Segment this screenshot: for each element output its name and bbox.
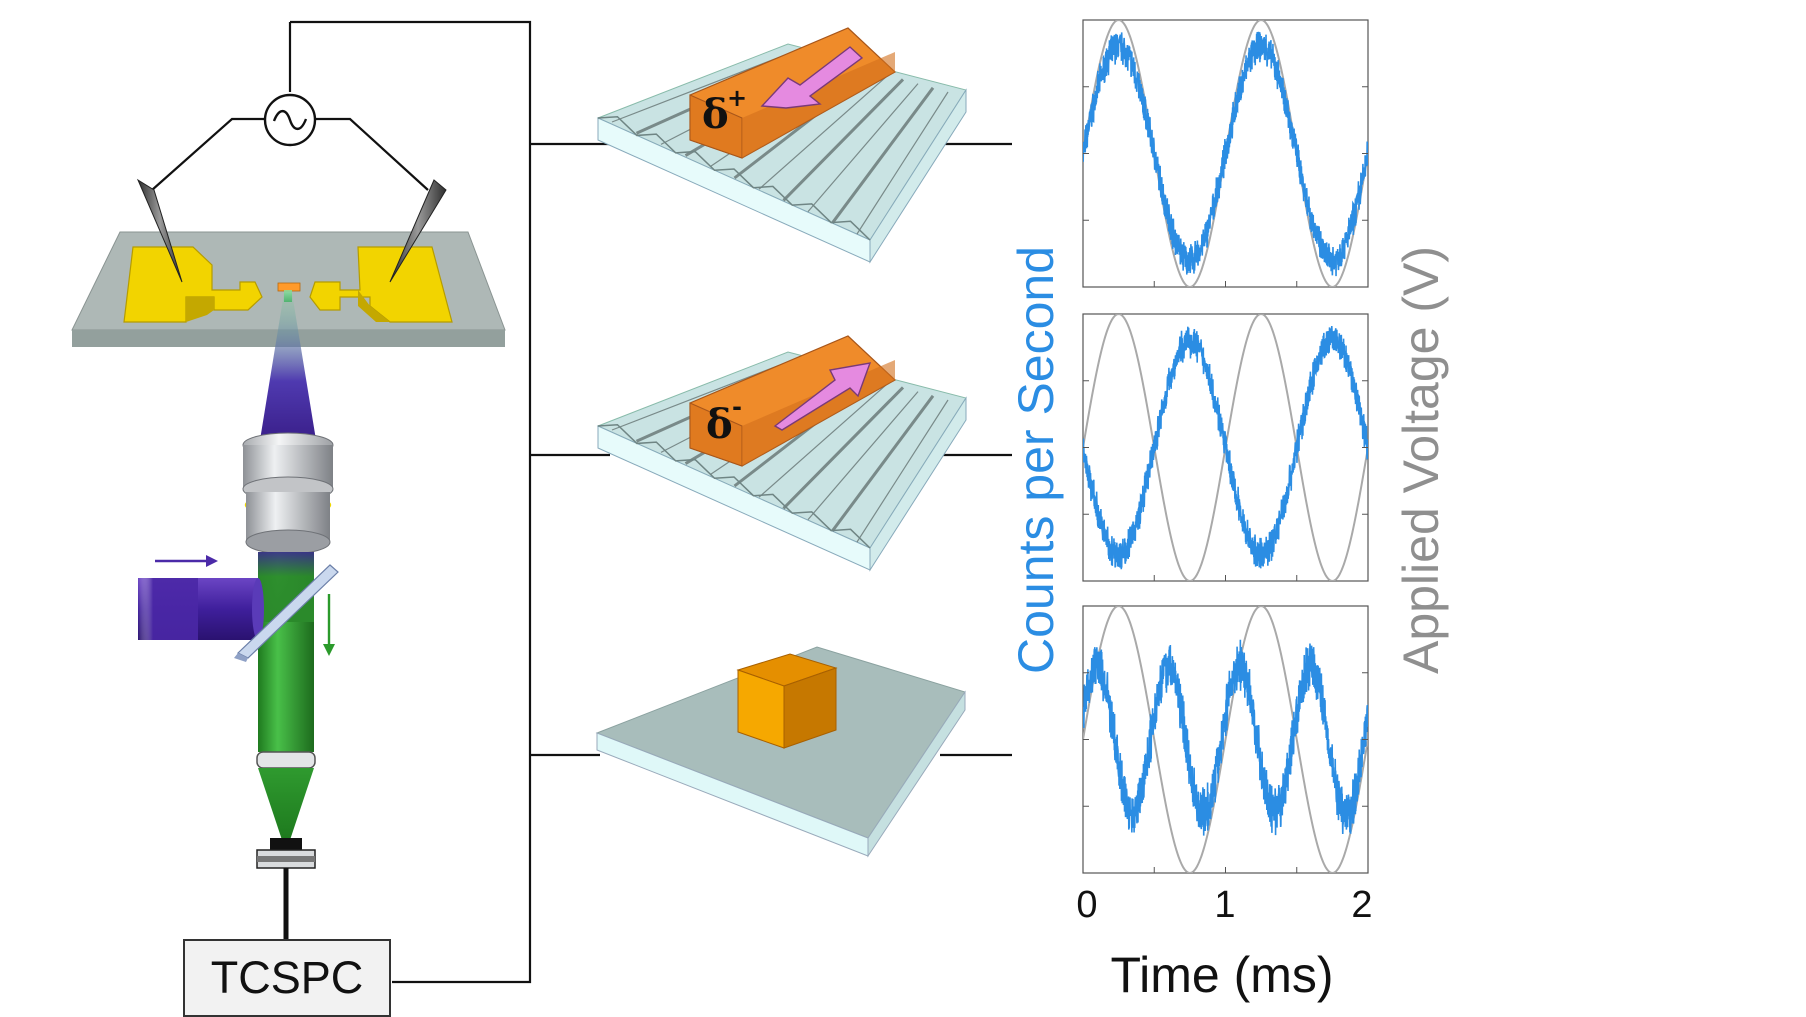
detector-icon — [256, 838, 316, 869]
x-tick-label: 0 — [1076, 884, 1097, 926]
x-tick-label: 2 — [1351, 884, 1372, 926]
electrode-right — [309, 246, 453, 323]
voltage-line — [1083, 606, 1368, 873]
grating-ridge — [807, 83, 919, 212]
grating-ridge — [831, 86, 935, 224]
grating-schematic-delta-minus — [596, 335, 967, 572]
tube-lens-icon — [256, 751, 316, 769]
delta-plus-label: δ + — [702, 84, 747, 138]
grating-ridge — [758, 382, 889, 498]
grating-side-face — [869, 88, 967, 264]
wire-trunk — [290, 20, 532, 984]
grating-profile — [597, 115, 871, 241]
x-tick-label: 1 — [1214, 884, 1235, 926]
delta-minus-label: δ - — [706, 393, 742, 448]
counts-line — [1083, 31, 1368, 277]
grating-ridge — [782, 386, 905, 510]
x-axis-ticklabels: 0 1 2 — [1076, 884, 1372, 926]
crystal-side — [742, 52, 895, 158]
wiring — [151, 20, 1012, 984]
nanocube-icon — [736, 653, 838, 749]
wire-right-probe — [315, 117, 429, 191]
x-axis-label: Time (ms) — [1110, 947, 1333, 1003]
emission-arrow-icon — [323, 594, 335, 656]
grating-ridge — [856, 91, 949, 235]
grating-ridge — [758, 74, 889, 190]
grating-schematic-delta-plus — [596, 27, 967, 264]
svg-text:-: - — [732, 393, 742, 421]
electrode-left — [123, 246, 263, 323]
plot-panels — [1082, 19, 1369, 874]
wire-left-probe — [151, 117, 265, 191]
flat-substrate-with-cube — [595, 646, 966, 858]
counts-trace — [1083, 325, 1368, 570]
dipole-arrow-icon — [760, 46, 864, 109]
ac-source-icon — [263, 93, 317, 147]
tcspc-label: TCSPC — [211, 952, 364, 1003]
svg-text:δ: δ — [706, 401, 733, 448]
grating-profile — [597, 423, 871, 549]
grating-ridge — [782, 78, 905, 202]
sample-stage — [71, 178, 506, 347]
y-axis-label-counts: Counts per Second — [1008, 246, 1064, 674]
voltage-trace — [1083, 606, 1368, 873]
counts-trace — [1083, 31, 1368, 277]
svg-text:+: + — [727, 84, 747, 112]
excitation-arrow-icon — [155, 555, 218, 567]
grating-ridge — [831, 394, 935, 532]
grating-ridge — [807, 391, 919, 520]
counts-trace — [1083, 639, 1368, 836]
counts-line — [1083, 639, 1368, 836]
excitation-laser-beam — [138, 578, 264, 640]
focused-beam-cone — [260, 293, 316, 440]
dipole-arrow-icon — [773, 362, 872, 431]
plot-ticks — [1082, 86, 1369, 873]
grating-ridge — [856, 399, 949, 543]
y-axis-label-voltage: Applied Voltage (V) — [1393, 246, 1449, 674]
counts-line — [1083, 325, 1368, 570]
emission-focus-cone — [258, 768, 314, 840]
tcspc-box: TCSPC — [183, 939, 391, 1017]
probe-tip-right-icon — [389, 179, 447, 283]
nanostructure-sample — [277, 282, 301, 292]
dichroic-mirror-icon — [234, 564, 339, 662]
svg-text:δ: δ — [702, 91, 729, 138]
plot-cube — [1082, 605, 1369, 874]
plot-delta-minus — [1082, 313, 1369, 582]
optical-path — [138, 290, 339, 940]
plot-delta-plus — [1082, 19, 1369, 288]
grating-side-face — [869, 396, 967, 572]
probe-tip-left-icon — [136, 178, 183, 283]
objective-lens-icon — [242, 432, 334, 555]
